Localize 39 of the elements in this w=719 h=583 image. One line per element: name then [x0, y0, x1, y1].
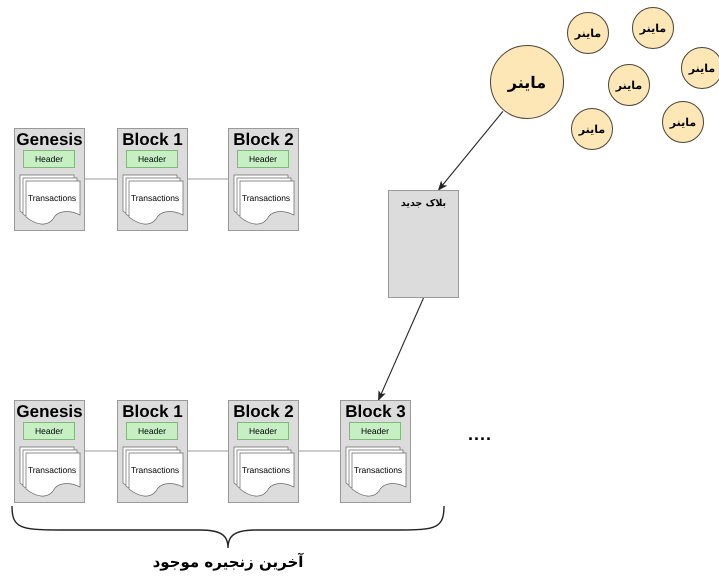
block-box: [117, 400, 188, 503]
miner-circle: ماینر: [608, 64, 650, 106]
connector-line: [299, 450, 340, 452]
connector-line: [188, 450, 228, 452]
block-box: [117, 128, 188, 231]
arrow: [438, 111, 504, 191]
block-box: [228, 400, 299, 503]
miner-circle: ماینر: [681, 47, 719, 89]
miner-circle: ماینر: [632, 7, 674, 49]
miner-circle: ماینر: [571, 108, 613, 150]
header-box: Header: [237, 422, 289, 440]
header-box: Header: [23, 150, 75, 168]
header-box: Header: [349, 422, 401, 440]
block-title: Genesis: [15, 130, 84, 150]
block-box: [14, 128, 85, 231]
miner-circle: ماینر: [567, 12, 609, 54]
block-box: [14, 400, 85, 503]
block-title: بلاک جدید: [400, 198, 448, 209]
block-title: Block 3: [344, 402, 407, 422]
block-title: Block 1: [121, 402, 184, 422]
arrow: [378, 298, 424, 401]
miner-circle: ماینر: [490, 45, 564, 119]
block-title: Block 2: [232, 130, 295, 150]
block-box: [340, 400, 411, 503]
connector-line: [188, 178, 228, 180]
block-title: Block 1: [121, 130, 184, 150]
connector-line: [85, 178, 117, 180]
block-title: Block 2: [232, 402, 295, 422]
header-box: Header: [23, 422, 75, 440]
header-box: Header: [126, 422, 178, 440]
block-box: [388, 190, 459, 298]
header-box: Header: [237, 150, 289, 168]
connector-line: [85, 450, 117, 452]
ellipsis: ....: [468, 424, 492, 445]
block-title: Genesis: [15, 402, 84, 422]
miner-circle: ماینر: [662, 101, 704, 143]
block-box: [228, 128, 299, 231]
header-box: Header: [126, 150, 178, 168]
brace-label: آخرین زنجیره موجود: [152, 553, 305, 571]
